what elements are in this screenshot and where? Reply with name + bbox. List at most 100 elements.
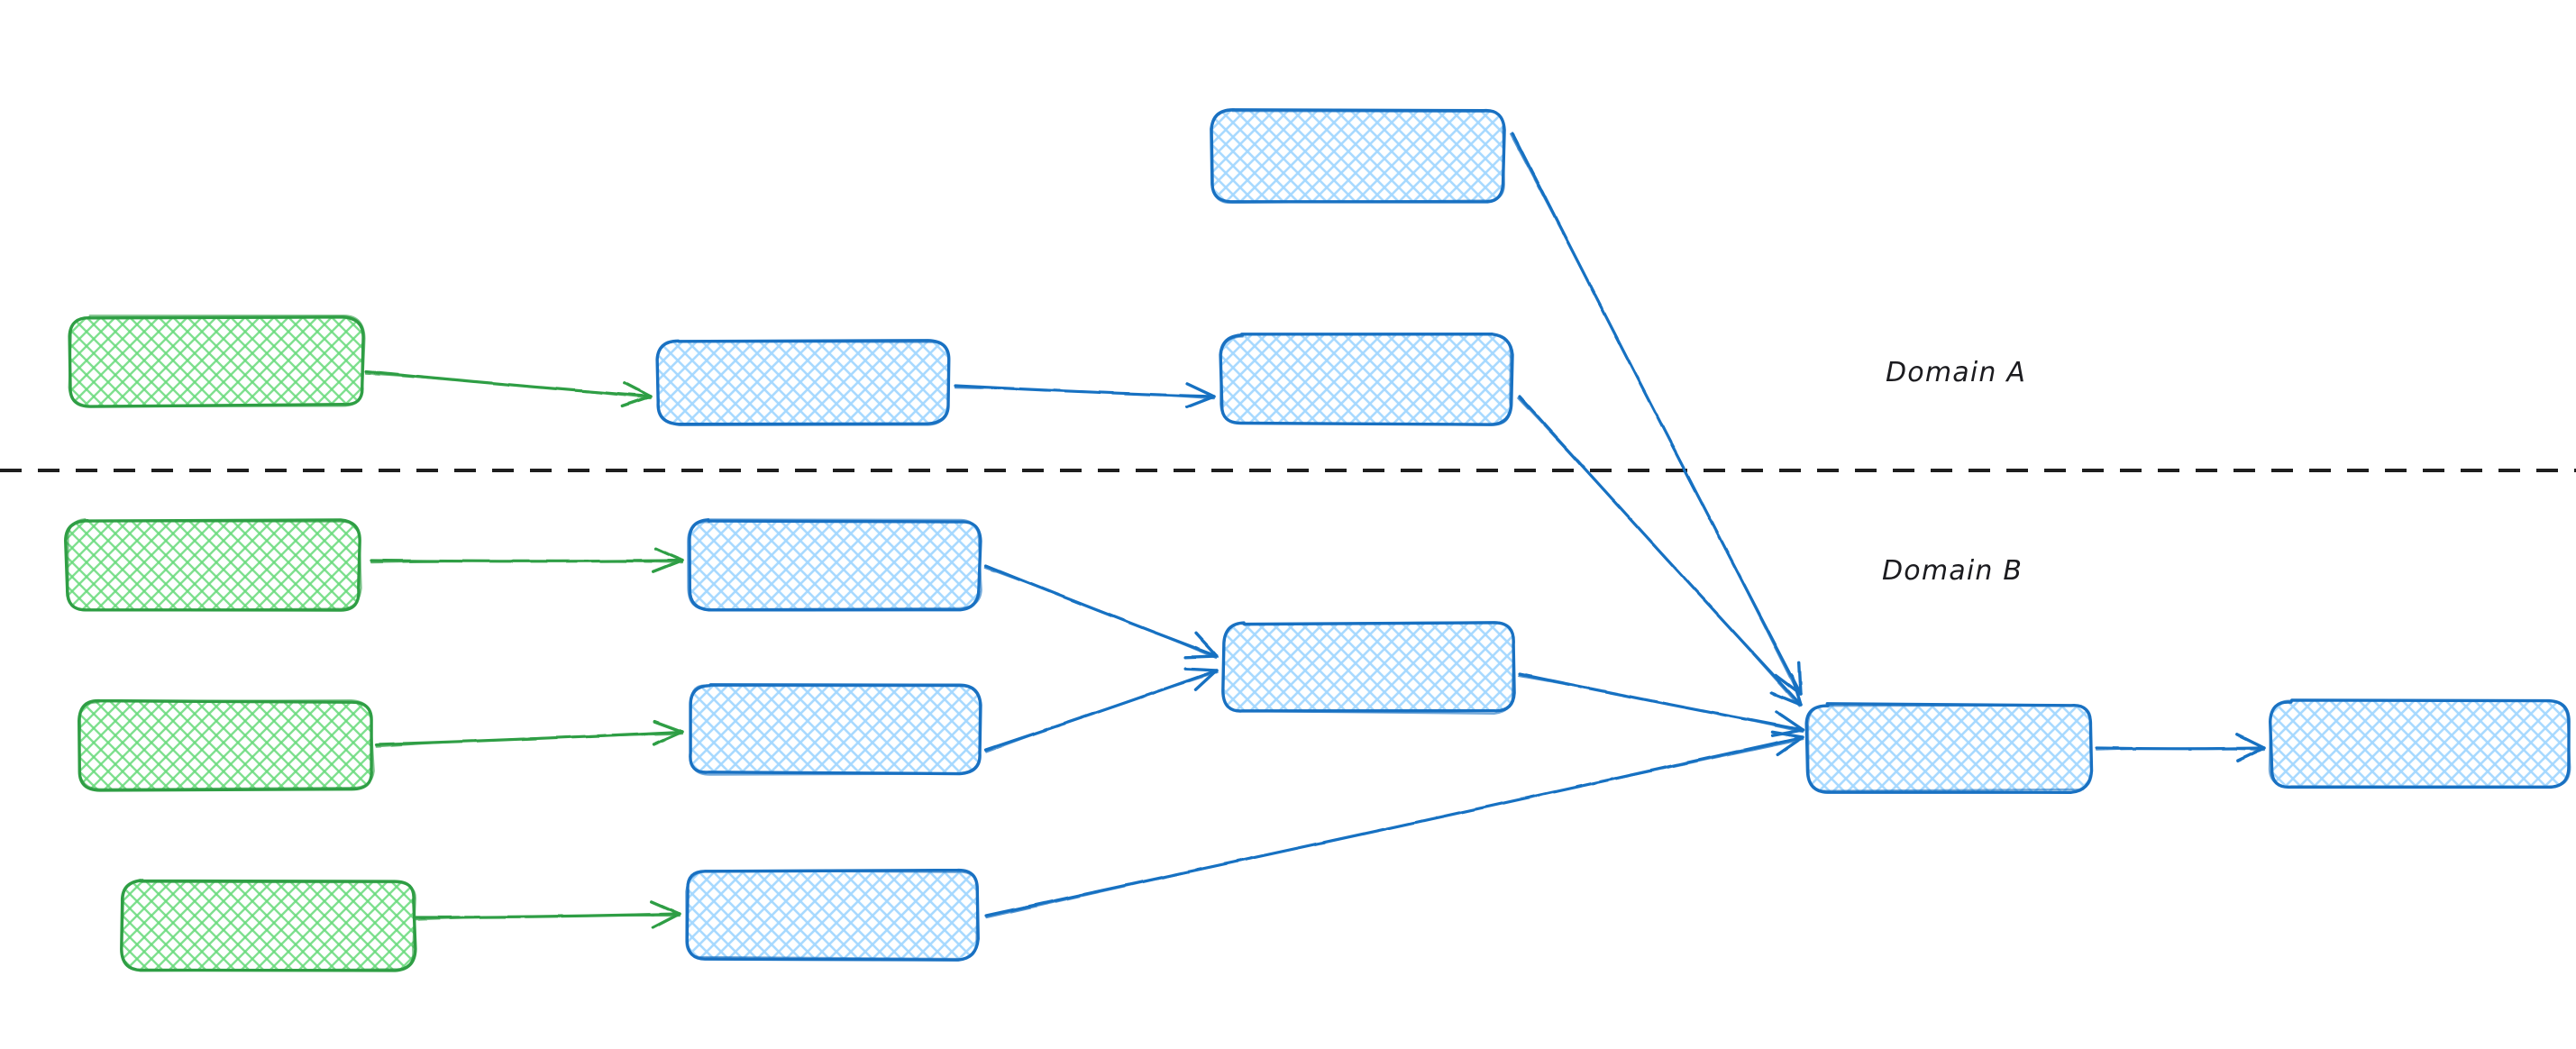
node-fill <box>121 880 416 971</box>
edge-e3 <box>375 719 684 748</box>
node-hit-b_r2[interactable] <box>690 685 980 773</box>
edge-shaft <box>364 372 652 400</box>
domain-a-label: Domain A <box>1886 357 2027 388</box>
edge-arrowhead-upper <box>1777 735 1804 756</box>
edge-arrowhead-lower <box>623 381 653 398</box>
node-hit-a_mid[interactable] <box>658 341 948 424</box>
node-outline <box>1210 108 1505 205</box>
node-hit-b_mid[interactable] <box>1224 624 1514 712</box>
node-outline <box>687 518 982 611</box>
node-hit-g3[interactable] <box>79 701 372 789</box>
node-fill <box>689 520 980 610</box>
node-fill <box>657 340 949 424</box>
node-outline <box>1804 702 2094 794</box>
edge-arrowhead-upper <box>1183 654 1219 659</box>
node-outline <box>685 870 979 960</box>
node-outline <box>121 878 416 972</box>
edge-arrowhead-lower <box>1183 667 1219 672</box>
edge-shaft <box>376 733 684 748</box>
node-a_rgt[interactable] <box>1219 333 1514 426</box>
node-b_r2[interactable] <box>689 683 982 776</box>
edge-arrowhead-upper <box>652 730 684 746</box>
node-hit-b_out[interactable] <box>2271 701 2569 788</box>
edge-e11 <box>984 730 1804 919</box>
node-b_r3[interactable] <box>685 868 980 962</box>
node-fill <box>1211 109 1503 203</box>
edge-arrowhead-lower <box>653 719 684 734</box>
node-b_hub[interactable] <box>1804 702 2094 794</box>
edge-e8 <box>984 564 1219 660</box>
edge-arrowhead-lower <box>1790 673 1803 707</box>
node-g3[interactable] <box>78 698 375 792</box>
node-g4[interactable] <box>120 878 417 972</box>
node-outline <box>1219 333 1512 426</box>
node-outline <box>1222 621 1515 716</box>
node-hit-g1[interactable] <box>70 317 363 406</box>
node-fill <box>69 316 363 406</box>
node-hit-a_rgt[interactable] <box>1221 335 1512 424</box>
node-fill <box>2270 700 2570 789</box>
domain-b-label: Domain B <box>1882 555 2023 587</box>
node-hit-b_r1[interactable] <box>690 521 980 609</box>
node-hit-b_top[interactable] <box>1212 110 1503 202</box>
node-outline <box>78 699 375 790</box>
edge-arrowhead-upper <box>1193 669 1219 692</box>
node-g1[interactable] <box>68 315 366 408</box>
node-outline <box>656 340 951 427</box>
edge-arrowhead-lower <box>1770 730 1804 739</box>
edge-e12 <box>2095 733 2266 763</box>
edge-shaft <box>984 567 1218 660</box>
edge-arrowhead-upper <box>2235 746 2266 763</box>
edge-shaft <box>1518 675 1804 734</box>
node-hit-g4[interactable] <box>122 881 415 970</box>
edge-e4 <box>415 899 681 930</box>
node-hit-b_r3[interactable] <box>687 871 977 959</box>
node-fill <box>66 520 361 610</box>
node-fill <box>1220 334 1512 424</box>
edge-e6 <box>1510 132 1803 697</box>
edge-e2 <box>370 547 684 574</box>
edge-arrowhead-lower <box>1797 661 1803 696</box>
edge-shaft <box>1510 133 1801 697</box>
node-a_mid[interactable] <box>655 339 951 427</box>
node-outline <box>67 517 362 612</box>
edge-shaft <box>2096 747 2265 752</box>
node-fill <box>686 870 977 960</box>
edge-shaft <box>954 387 1215 400</box>
edge-arrowhead-upper <box>620 395 653 408</box>
node-g2[interactable] <box>64 517 362 612</box>
node-b_r1[interactable] <box>687 518 982 612</box>
node-outline <box>2268 698 2571 789</box>
edge-arrowhead-upper <box>1770 691 1803 707</box>
edge-arrowhead-lower <box>653 547 684 562</box>
node-b_mid[interactable] <box>1221 621 1516 716</box>
edge-e10 <box>1518 672 1804 737</box>
node-hit-b_hub[interactable] <box>1807 705 2091 791</box>
node-outline <box>68 315 366 408</box>
edge-e9 <box>984 667 1219 753</box>
node-layer <box>64 108 2571 972</box>
node-outline <box>689 684 981 776</box>
edge-layer <box>364 132 2266 930</box>
edge-arrowhead-lower <box>650 899 681 916</box>
edge-shaft <box>370 560 683 564</box>
edge-arrowhead-upper <box>652 559 684 574</box>
edge-e7 <box>1517 395 1803 707</box>
edge-shaft <box>1517 397 1801 707</box>
node-outline <box>1807 704 2093 792</box>
node-fill <box>1806 704 2092 791</box>
edge-e1 <box>364 369 653 408</box>
edge-arrowhead-lower <box>2235 733 2266 750</box>
node-fill <box>689 684 981 774</box>
edge-shaft <box>985 671 1219 753</box>
edge-shaft <box>985 738 1804 919</box>
node-b_out[interactable] <box>2268 698 2571 789</box>
edge-arrowhead-upper <box>1770 728 1804 737</box>
node-fill <box>1223 623 1515 713</box>
edge-e5 <box>954 382 1216 409</box>
edge-arrowhead-lower <box>1185 382 1216 398</box>
node-hit-g2[interactable] <box>67 521 360 609</box>
node-fill <box>79 700 372 790</box>
node-b_top[interactable] <box>1210 108 1506 205</box>
